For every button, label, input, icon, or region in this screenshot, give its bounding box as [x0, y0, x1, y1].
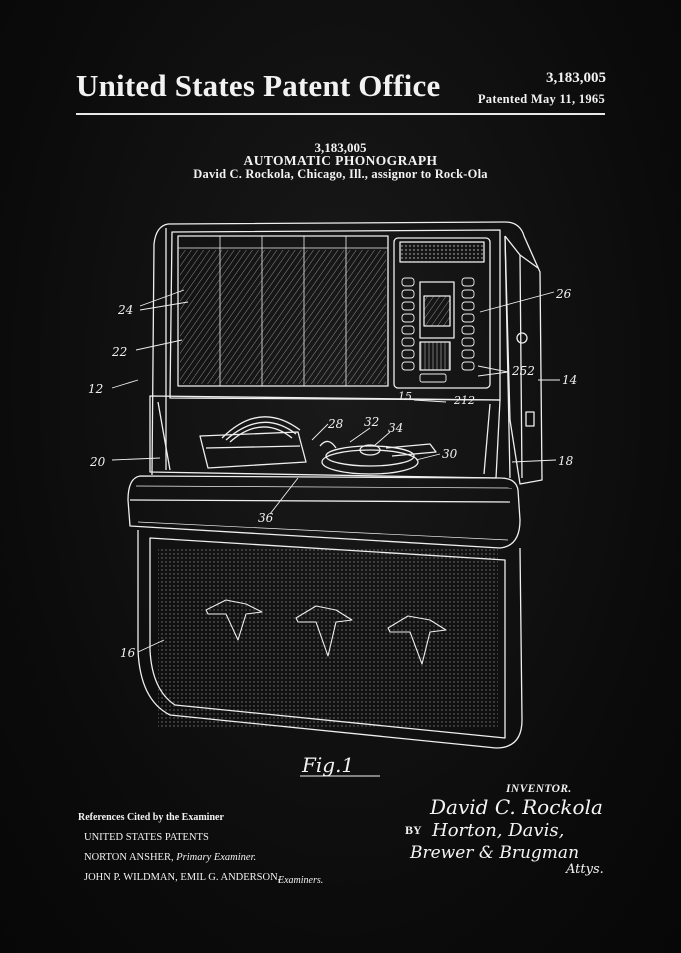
primary-examiner-line: NORTON ANSHER, Primary Examiner. — [78, 848, 280, 868]
examiners-names: JOHN P. WILDMAN, EMIL G. ANDERSON, — [84, 872, 281, 883]
patented-date: Patented May 11, 1965 — [477, 92, 605, 106]
inventor-heading: INVENTOR. — [506, 783, 572, 795]
references-block: References Cited by the Examiner UNITED … — [78, 808, 323, 888]
primary-examiner-name: NORTON ANSHER, — [84, 852, 174, 863]
callout-22: 22 — [111, 345, 127, 359]
header-rule — [76, 113, 605, 115]
callout-34: 34 — [388, 421, 403, 435]
callout-252: 252 — [511, 364, 535, 378]
callout-26: 26 — [555, 287, 572, 301]
callout-212: 212 — [453, 394, 475, 407]
callout-36: 36 — [258, 511, 274, 525]
attorneys-line-1: Horton, Davis, — [432, 820, 565, 841]
patent-title: AUTOMATIC PHONOGRAPH — [243, 153, 438, 168]
callout-32: 32 — [364, 415, 379, 429]
attorneys-suffix: Attys. — [566, 862, 604, 877]
callout-30: 30 — [442, 447, 458, 461]
patent-number: 3,183,005 — [314, 140, 367, 155]
attorneys-line-2: Brewer & Brugman — [410, 843, 580, 863]
references-heading: References Cited by the Examiner — [78, 812, 224, 823]
callout-28: 28 — [327, 417, 344, 431]
callout-16: 16 — [120, 646, 136, 660]
united-states-patents: UNITED STATES PATENTS — [84, 832, 209, 843]
inventor-line: David C. Rockola, Chicago, Ill., assigno… — [193, 167, 488, 181]
callout-12: 12 — [88, 382, 103, 396]
by-label: BY — [405, 823, 422, 837]
inventor-signature: David C. Rockola — [430, 795, 603, 819]
callout-15: 15 — [398, 390, 412, 403]
callout-18: 18 — [558, 454, 574, 468]
callout-24: 24 — [117, 303, 133, 317]
examiners-role: Examiners. — [278, 875, 324, 886]
callout-20: 20 — [89, 455, 106, 469]
header-patent-number: 3,183,005 — [546, 70, 606, 86]
office-title: United States Patent Office — [76, 68, 441, 103]
cabinet-outline — [167, 221, 543, 485]
figure-caption: Fig.1 — [301, 753, 354, 777]
primary-examiner-role: Primary Examiner. — [176, 852, 257, 863]
callout-14: 14 — [562, 373, 577, 387]
